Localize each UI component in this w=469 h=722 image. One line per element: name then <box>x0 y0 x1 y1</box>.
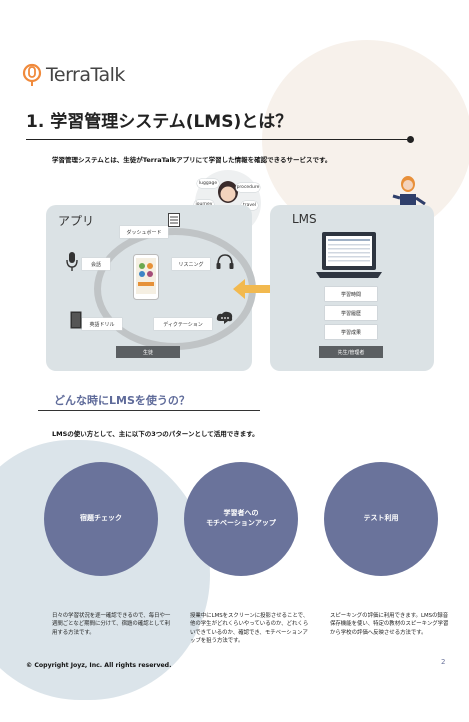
page-number: 2 <box>441 658 446 666</box>
chip-listening: リスニング <box>172 258 210 270</box>
microphone-icon <box>66 252 78 271</box>
chip-english-drill: 英語ドリル <box>82 318 122 330</box>
app-panel-title: アプリ <box>58 214 95 228</box>
logo-text: TerraTalk <box>46 64 125 86</box>
section2-text: LMSの使い方として、主に以下の3つのパターンとして活用できます。 <box>52 430 259 438</box>
dashboard-icon <box>168 213 180 227</box>
laptop-icon <box>316 232 382 278</box>
pattern-title-test: テスト利用 <box>363 514 399 523</box>
chip-dictation: ディクテーション <box>154 318 212 330</box>
teacher-admin-label: 先生/管理者 <box>319 346 383 358</box>
word-bubble-2: procedure <box>236 183 260 192</box>
lms-study-history: 学習履歴 <box>325 306 377 320</box>
headphones-icon <box>216 254 234 269</box>
section2-title: どんな時にLMSを使うの？ <box>54 394 190 407</box>
pattern-circle-homework: 宿題チェック <box>44 462 158 576</box>
pattern-title-motivation-line1: 学習者への <box>223 509 259 518</box>
chip-conversation: 会話 <box>82 258 110 270</box>
word-bubble-4: travel <box>241 201 258 210</box>
lms-panel-title: LMS <box>292 212 317 226</box>
pattern-circle-test: テスト利用 <box>324 462 438 576</box>
title-rule <box>26 139 411 140</box>
pattern-title-motivation: 学習者への モチベーションアップ <box>206 509 276 529</box>
copyright-text: © Copyright Joyz, Inc. All rights reserv… <box>26 662 172 669</box>
page-title: 1. 学習管理システム(LMS)とは？ <box>26 112 293 132</box>
pattern-desc-homework: 日々の学習状況を逐一確認できるので、毎日や一週間ごとなど期間に分けて、宿題の確認… <box>52 613 171 636</box>
word-bubble-3: journey <box>194 200 214 209</box>
intro-text: 学習管理システムとは、生徒がTerraTalkアプリにて学習した情報を確認できる… <box>52 156 332 164</box>
pattern-circle-motivation: 学習者への モチベーションアップ <box>184 462 298 576</box>
pattern-title-motivation-line2: モチベーションアップ <box>206 519 276 527</box>
speech-cloud-icon <box>216 311 233 324</box>
student-label: 生徒 <box>116 346 180 358</box>
logo-mic-icon <box>22 63 42 86</box>
smartphone-icon <box>133 254 159 300</box>
pattern-title-homework: 宿題チェック <box>80 514 122 523</box>
app-cycle-ring <box>94 228 256 350</box>
pattern-desc-test: スピーキングの評価に利用できます。LMSの録音保存機能を使い、特定の教材のスピー… <box>330 613 449 636</box>
section2-rule <box>38 410 260 411</box>
terratalk-logo: TerraTalk <box>22 62 125 88</box>
lms-study-results: 学習成果 <box>325 325 377 339</box>
lms-study-time: 学習時間 <box>325 287 377 301</box>
double-arrow-icon <box>233 279 285 299</box>
chip-dashboard: ダッシュボード <box>120 226 168 238</box>
book-icon <box>70 311 82 329</box>
title-rule-dot <box>407 136 414 143</box>
pattern-desc-motivation: 授業中にLMSをスクリーンに投影させることで、他の学生がどれくらいやっているのか… <box>190 613 309 645</box>
word-bubble-1: luggage <box>197 179 219 188</box>
